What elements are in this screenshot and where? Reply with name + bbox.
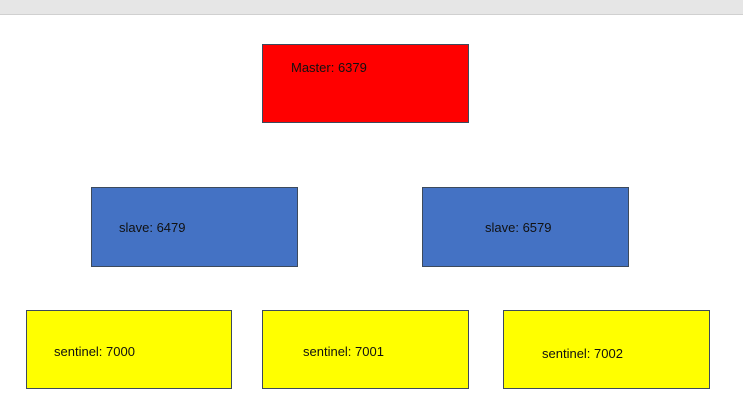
- sentinel-node-box-7001: sentinel: 7001: [262, 310, 469, 389]
- sentinel-node-label: sentinel: 7000: [54, 344, 135, 359]
- slave-node-box-6579: slave: 6579: [422, 187, 629, 267]
- sentinel-node-label: sentinel: 7001: [303, 344, 384, 359]
- sentinel-node-box-7000: sentinel: 7000: [26, 310, 232, 389]
- master-node-label: Master: 6379: [291, 60, 367, 75]
- slave-node-box-6479: slave: 6479: [91, 187, 298, 267]
- slave-node-label: slave: 6479: [119, 220, 186, 235]
- sentinel-node-box-7002: sentinel: 7002: [503, 310, 710, 389]
- sentinel-node-label: sentinel: 7002: [542, 346, 623, 361]
- master-node-box: Master: 6379: [262, 44, 469, 123]
- slave-node-label: slave: 6579: [485, 220, 552, 235]
- window-top-bar: [0, 0, 743, 15]
